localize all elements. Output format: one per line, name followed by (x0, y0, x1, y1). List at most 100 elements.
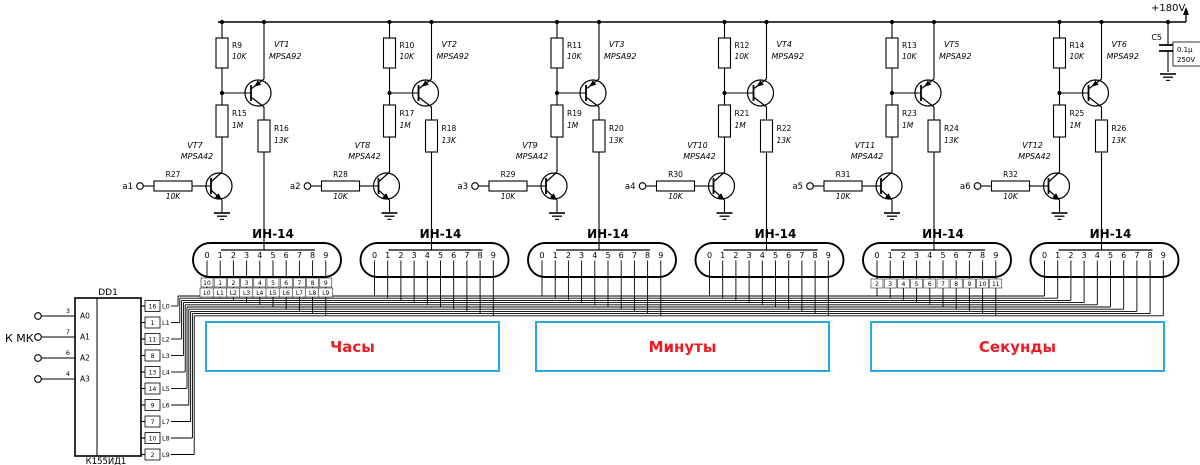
svg-text:MPSA92: MPSA92 (772, 52, 804, 61)
svg-text:7: 7 (66, 328, 70, 336)
svg-text:MPSA92: MPSA92 (939, 52, 971, 61)
svg-text:8: 8 (1148, 251, 1153, 260)
svg-text:VT11: VT11 (855, 141, 876, 150)
svg-text:К МК: К МК (5, 332, 34, 345)
svg-text:1: 1 (385, 251, 390, 260)
svg-text:L8: L8 (162, 435, 170, 443)
svg-text:L2: L2 (230, 290, 237, 297)
svg-text:4: 4 (66, 370, 70, 378)
svg-text:8: 8 (645, 251, 650, 260)
svg-text:R19: R19 (567, 109, 582, 118)
svg-text:13K: 13K (442, 136, 458, 145)
svg-text:3: 3 (245, 280, 249, 287)
svg-text:L4: L4 (162, 369, 170, 377)
svg-text:1: 1 (553, 251, 558, 260)
svg-text:R15: R15 (232, 109, 247, 118)
svg-text:R20: R20 (609, 124, 624, 133)
svg-text:8: 8 (310, 251, 315, 260)
svg-text:9: 9 (658, 251, 663, 260)
svg-text:14: 14 (149, 386, 157, 393)
svg-text:ИН-14: ИН-14 (420, 227, 462, 241)
svg-text:5: 5 (271, 280, 275, 287)
svg-text:5: 5 (940, 251, 945, 260)
svg-text:4: 4 (425, 251, 430, 260)
svg-text:R18: R18 (442, 124, 457, 133)
svg-text:ИН-14: ИН-14 (252, 227, 294, 241)
svg-text:A1: A1 (80, 333, 90, 342)
svg-text:2: 2 (875, 281, 879, 288)
svg-text:3: 3 (579, 251, 584, 260)
svg-text:9: 9 (323, 251, 328, 260)
svg-text:13K: 13K (274, 136, 290, 145)
svg-text:9: 9 (324, 280, 328, 287)
svg-text:4: 4 (760, 251, 765, 260)
svg-text:VT6: VT6 (1112, 40, 1127, 49)
svg-text:R25: R25 (1070, 109, 1085, 118)
svg-text:a2: a2 (290, 182, 301, 192)
svg-text:10: 10 (149, 436, 157, 443)
svg-text:0: 0 (372, 251, 377, 260)
svg-text:К155ИД1: К155ИД1 (86, 457, 127, 465)
svg-text:4: 4 (927, 251, 932, 260)
svg-text:1M: 1M (400, 121, 412, 130)
svg-text:7: 7 (632, 251, 637, 260)
svg-text:R28: R28 (333, 170, 348, 179)
svg-text:13K: 13K (1112, 136, 1128, 145)
svg-text:8: 8 (311, 280, 315, 287)
svg-text:L1: L1 (217, 290, 224, 297)
svg-text:7: 7 (297, 251, 302, 260)
svg-text:10: 10 (979, 281, 987, 288)
svg-text:MPSA42: MPSA42 (348, 152, 380, 161)
svg-text:L0: L0 (162, 303, 170, 311)
svg-text:7: 7 (799, 251, 804, 260)
svg-text:L9: L9 (162, 451, 170, 459)
svg-text:R10: R10 (400, 41, 415, 50)
svg-text:L2: L2 (162, 336, 170, 344)
svg-text:2: 2 (151, 452, 155, 459)
svg-text:MPSA42: MPSA42 (181, 152, 213, 161)
svg-text:8: 8 (478, 251, 483, 260)
svg-text:2: 2 (231, 280, 235, 287)
svg-text:6: 6 (451, 251, 456, 260)
minutes-group-box: Минуты (535, 321, 830, 372)
svg-text:R14: R14 (1070, 41, 1085, 50)
svg-text:10: 10 (203, 280, 211, 287)
svg-text:VT9: VT9 (522, 141, 537, 150)
svg-text:MPSA42: MPSA42 (1018, 152, 1050, 161)
svg-text:1: 1 (888, 251, 893, 260)
svg-text:R32: R32 (1003, 170, 1018, 179)
svg-text:3: 3 (66, 307, 70, 315)
svg-text:L5: L5 (162, 385, 170, 393)
svg-text:R16: R16 (274, 124, 289, 133)
svg-text:2: 2 (566, 251, 571, 260)
power-rail: +180V (218, 3, 1189, 23)
svg-text:6: 6 (954, 251, 959, 260)
svg-text:L1: L1 (162, 319, 170, 327)
svg-text:10K: 10K (567, 52, 583, 61)
svg-text:8: 8 (813, 251, 818, 260)
driver-stage-5: R1310KVT5MPSA92R2413KR231MVT11MPSA42a5R3… (792, 19, 971, 250)
svg-text:VT10: VT10 (687, 141, 708, 150)
svg-text:VT12: VT12 (1022, 141, 1043, 150)
svg-text:VT2: VT2 (442, 40, 457, 49)
svg-text:R26: R26 (1112, 124, 1127, 133)
svg-text:6: 6 (66, 349, 70, 357)
svg-text:MPSA92: MPSA92 (1107, 52, 1139, 61)
svg-text:MPSA42: MPSA42 (516, 152, 548, 161)
svg-text:VT4: VT4 (777, 40, 792, 49)
svg-text:a4: a4 (625, 182, 636, 192)
svg-text:1: 1 (218, 280, 222, 287)
svg-text:10K: 10K (735, 52, 751, 61)
svg-text:7: 7 (967, 251, 972, 260)
svg-text:a5: a5 (792, 182, 803, 192)
svg-text:11: 11 (149, 337, 157, 344)
svg-text:10K: 10K (166, 192, 182, 201)
svg-text:2: 2 (398, 251, 403, 260)
svg-text:MPSA92: MPSA92 (437, 52, 469, 61)
svg-text:R23: R23 (902, 109, 917, 118)
svg-text:ИН-14: ИН-14 (1090, 227, 1132, 241)
svg-text:5: 5 (605, 251, 610, 260)
svg-text:13K: 13K (944, 136, 960, 145)
